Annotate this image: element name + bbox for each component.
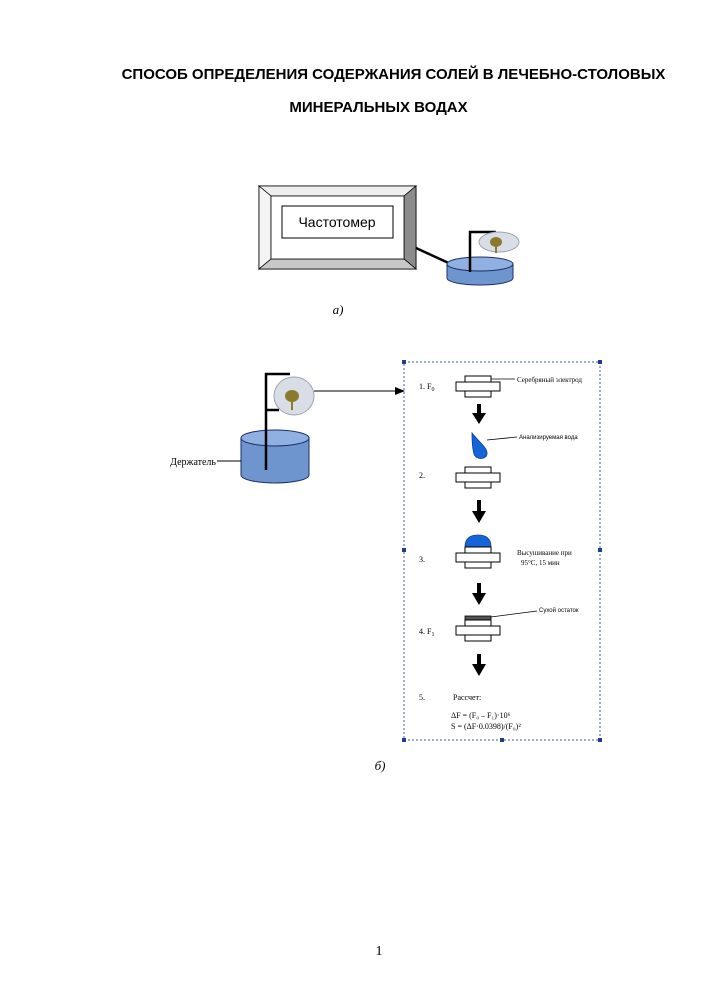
flow-arrow-2: [472, 500, 486, 523]
flow-arrow-3: [472, 583, 486, 605]
water-drop: [472, 433, 487, 459]
procedure-panel: 1. F0 2. 3. 4. F1 5. Серебряный электрод…: [402, 360, 602, 742]
drying-label-line-1: Высушивание при: [517, 549, 572, 557]
step-3-label: 3.: [419, 555, 425, 564]
sensor-electrode-large: [285, 390, 299, 402]
step-5-label: 5.: [419, 693, 425, 702]
step-2-label: 2.: [419, 471, 425, 480]
holder-label: Держатель: [170, 457, 216, 468]
figure-a: Частотомер а): [259, 186, 519, 317]
figure-b-holder: Держатель: [170, 374, 404, 483]
small-cell-assembly: [447, 232, 519, 285]
calculation-heading: Рассчет:: [453, 693, 481, 702]
electrode-step-2: [456, 467, 500, 488]
drying-label-line-2: 95°С, 15 мин: [521, 559, 560, 567]
electrode-step-3: [456, 535, 500, 568]
step-4-label: 4. F1: [419, 627, 434, 638]
dry-residue-label: Сухой остаток: [539, 607, 579, 614]
frequency-meter-device: Частотомер: [259, 186, 416, 269]
flow-arrow-4: [472, 654, 486, 676]
electrode-step-4: [456, 616, 500, 641]
caption-a: а): [333, 302, 344, 317]
calculation-formula-1: ΔF = (F₀ – F₁)·10⁶: [451, 711, 511, 720]
device-label: Частотомер: [298, 214, 375, 230]
step-1-label: 1. F0: [419, 382, 434, 393]
flow-arrow-1: [472, 404, 486, 424]
caption-b: б): [375, 758, 386, 773]
analyzed-water-label: Анализируемая вода: [519, 435, 578, 441]
sensor-electrode: [490, 237, 502, 247]
calculation-formula-2: S = (ΔF·0.0398)/(F₀)²: [451, 722, 521, 731]
page-number: 1: [376, 944, 383, 959]
silver-electrode-label: Серебряный электрод: [517, 376, 582, 384]
